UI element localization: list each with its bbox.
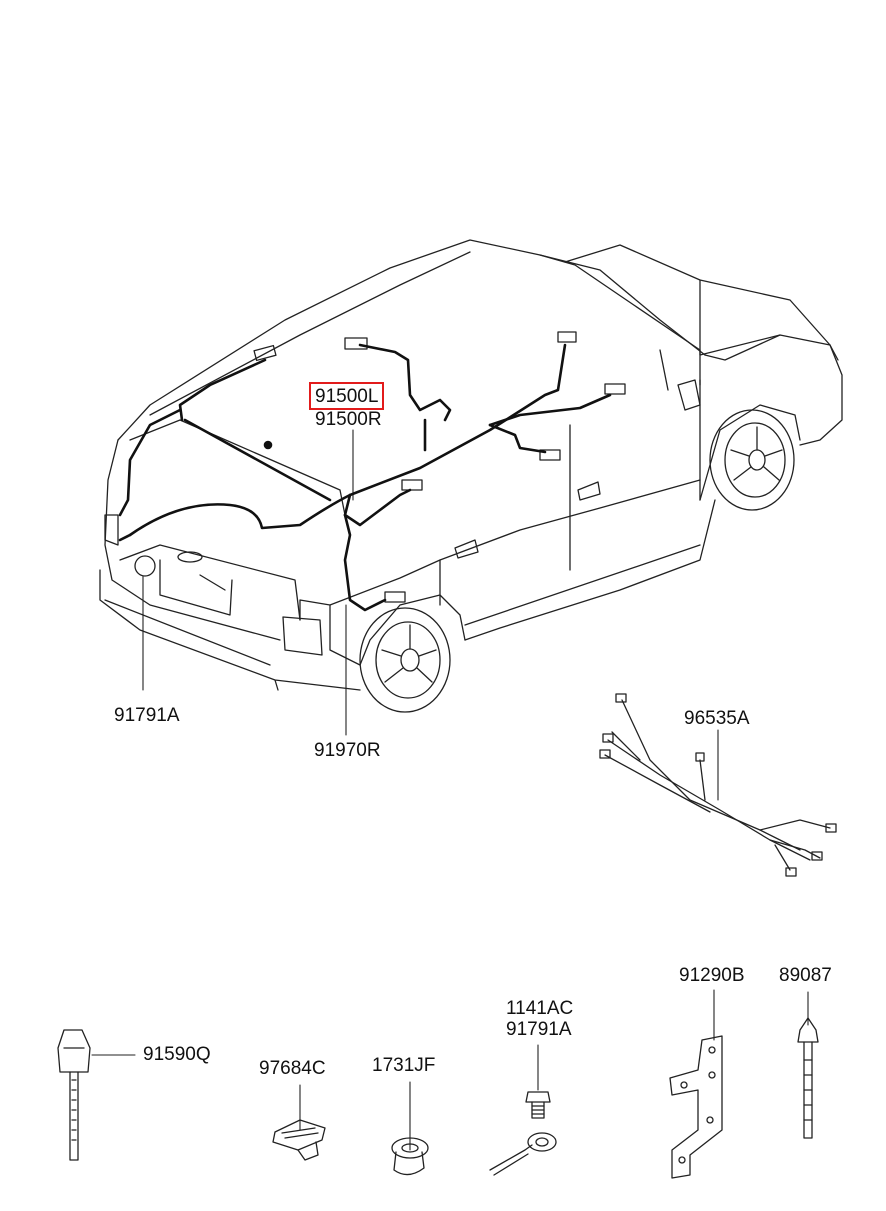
main-harness <box>118 343 612 612</box>
bracket-part <box>669 1035 723 1179</box>
harness-connectors <box>253 331 626 603</box>
part-label-harness-right: 91500R <box>315 409 382 430</box>
part-label-antenna-cable: 96535A <box>684 708 750 729</box>
grommet-part <box>391 1137 429 1176</box>
cap-grommet <box>134 555 156 577</box>
part-label-ground: 91970R <box>314 740 381 761</box>
part-label-grommet: 1731JF <box>372 1055 436 1076</box>
part-label-clip: 97684C <box>259 1058 326 1079</box>
bolt-part <box>489 1091 557 1176</box>
part-label-harness-left: 91500L <box>309 382 385 410</box>
push-clip-part <box>797 1017 819 1139</box>
cable-tie-part <box>57 1029 91 1161</box>
part-label-cable-tie: 91590Q <box>143 1044 211 1065</box>
rear-wheel <box>359 607 451 713</box>
clip-part <box>272 1119 326 1161</box>
part-label-cap: 91791A <box>114 705 180 726</box>
front-wheel <box>709 409 795 511</box>
part-label-push-clip: 89087 <box>779 965 832 986</box>
part-label-bracket: 91290B <box>679 965 745 986</box>
part-label-bolt-b: 91791A <box>506 1019 572 1040</box>
antenna-cable-part <box>599 693 837 877</box>
leader-lines <box>91 429 809 1151</box>
vehicle-outline <box>99 239 843 691</box>
part-label-bolt-a: 1141AC <box>506 998 574 1019</box>
